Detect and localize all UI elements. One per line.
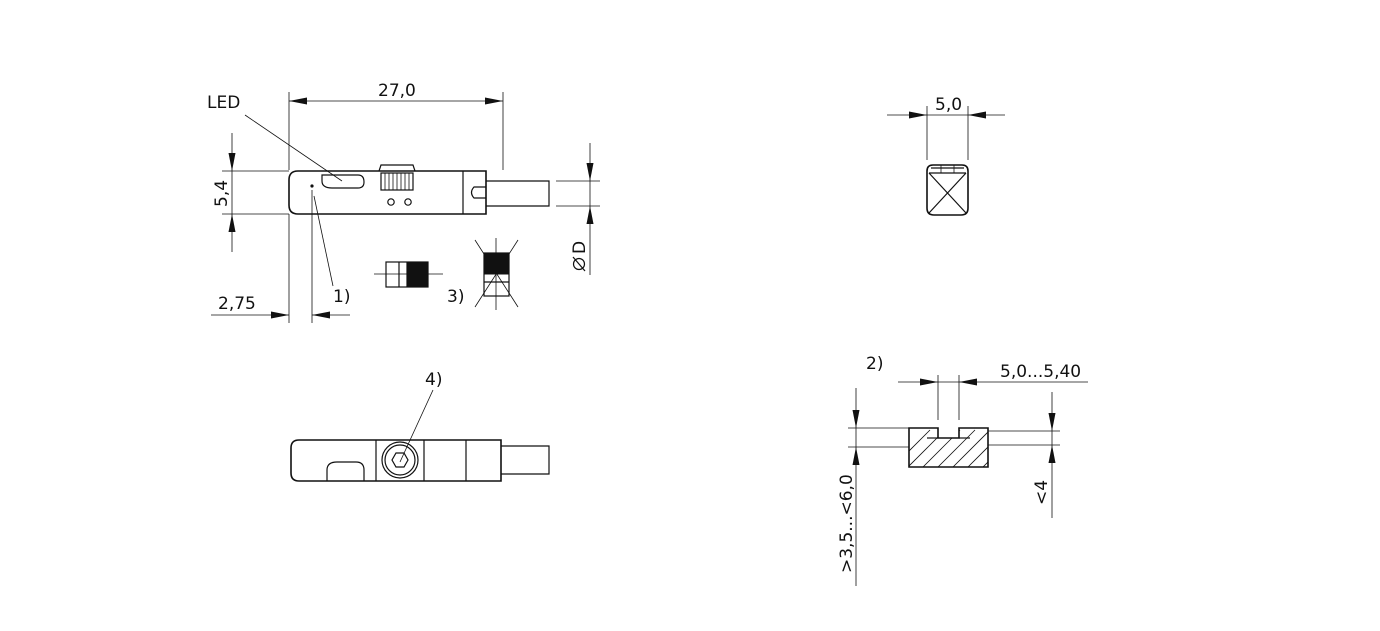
label-slot-width: 5,0...5,40: [1000, 362, 1081, 382]
end-profile: [926, 164, 969, 216]
label-slot-depth: >3,5...<6,0: [837, 474, 857, 573]
label-note4: 4): [425, 370, 442, 390]
dim-length: 27,0: [288, 81, 504, 170]
dim-diameter: D: [556, 143, 600, 275]
slot-section: 2) 5,0...5,40 >3,5...<6,0 <4: [837, 354, 1088, 586]
hex-socket: [391, 452, 409, 468]
label-slot-height: <4: [1032, 480, 1052, 505]
label-length: 27,0: [378, 81, 416, 101]
label-note1: 1): [333, 287, 350, 307]
label-note3: 3): [447, 287, 464, 307]
dim-offset: 2,75: [211, 190, 350, 323]
mounting-screw: [378, 164, 416, 191]
slot-profile: [908, 427, 989, 468]
top-body-outline: [290, 439, 502, 482]
switching-symbols: 3): [374, 238, 519, 310]
label-width: 5,0: [935, 95, 962, 115]
led-window: [321, 174, 365, 189]
label-led: LED: [207, 93, 240, 113]
top-led-window: [326, 461, 365, 481]
sensor-body-outline: [288, 170, 487, 215]
top-view: 4): [290, 370, 550, 482]
side-view: LED 27,0 5,4: [207, 81, 600, 323]
label-diameter: D: [570, 241, 590, 254]
label-height: 5,4: [212, 180, 232, 207]
dim-height: 5,4: [212, 133, 289, 252]
end-view: 5,0: [887, 95, 1005, 216]
cable: [486, 180, 550, 207]
label-note2: 2): [866, 354, 883, 374]
label-offset: 2,75: [218, 294, 256, 314]
